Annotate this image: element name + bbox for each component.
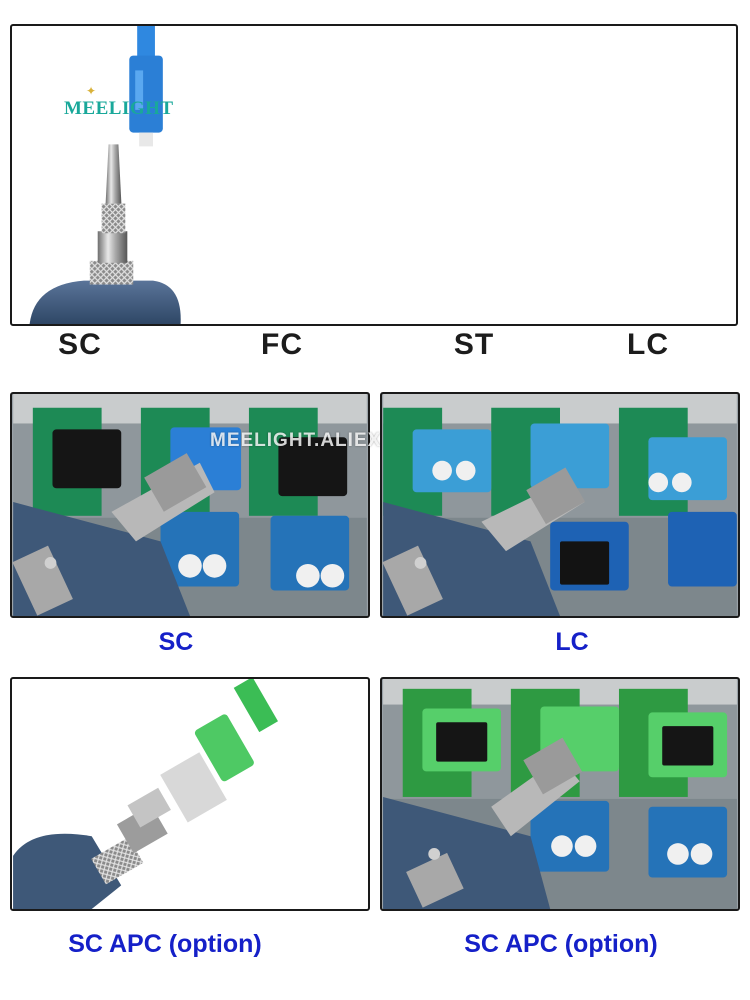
sc-apc-green-connector — [194, 714, 254, 782]
label-lc: LC — [627, 328, 669, 361]
label-fc: FC — [261, 328, 303, 361]
sc-probe-tip — [29, 26, 181, 324]
label-photo-sc: SC — [158, 628, 194, 656]
brand-logo: MEELIGHT — [64, 98, 174, 119]
photo-sc-in-patch-panel — [10, 392, 370, 618]
label-photo-sc-apc-left: SC APC (option) — [68, 930, 262, 958]
label-photo-sc-apc-right: SC APC (option) — [464, 930, 658, 958]
photo-sc-apc-in-patch-panel — [380, 677, 740, 911]
photo-sc-apc-connector — [10, 677, 370, 911]
logo-star-icon: ✦ — [86, 84, 97, 98]
label-st: ST — [453, 328, 495, 361]
connector-types-panel — [10, 24, 738, 326]
connector-types-illustration — [29, 26, 181, 324]
label-photo-lc: LC — [555, 628, 589, 656]
label-sc: SC — [58, 328, 102, 361]
sc-blue-connector — [129, 55, 163, 133]
photo-lc-in-patch-panel — [380, 392, 740, 618]
